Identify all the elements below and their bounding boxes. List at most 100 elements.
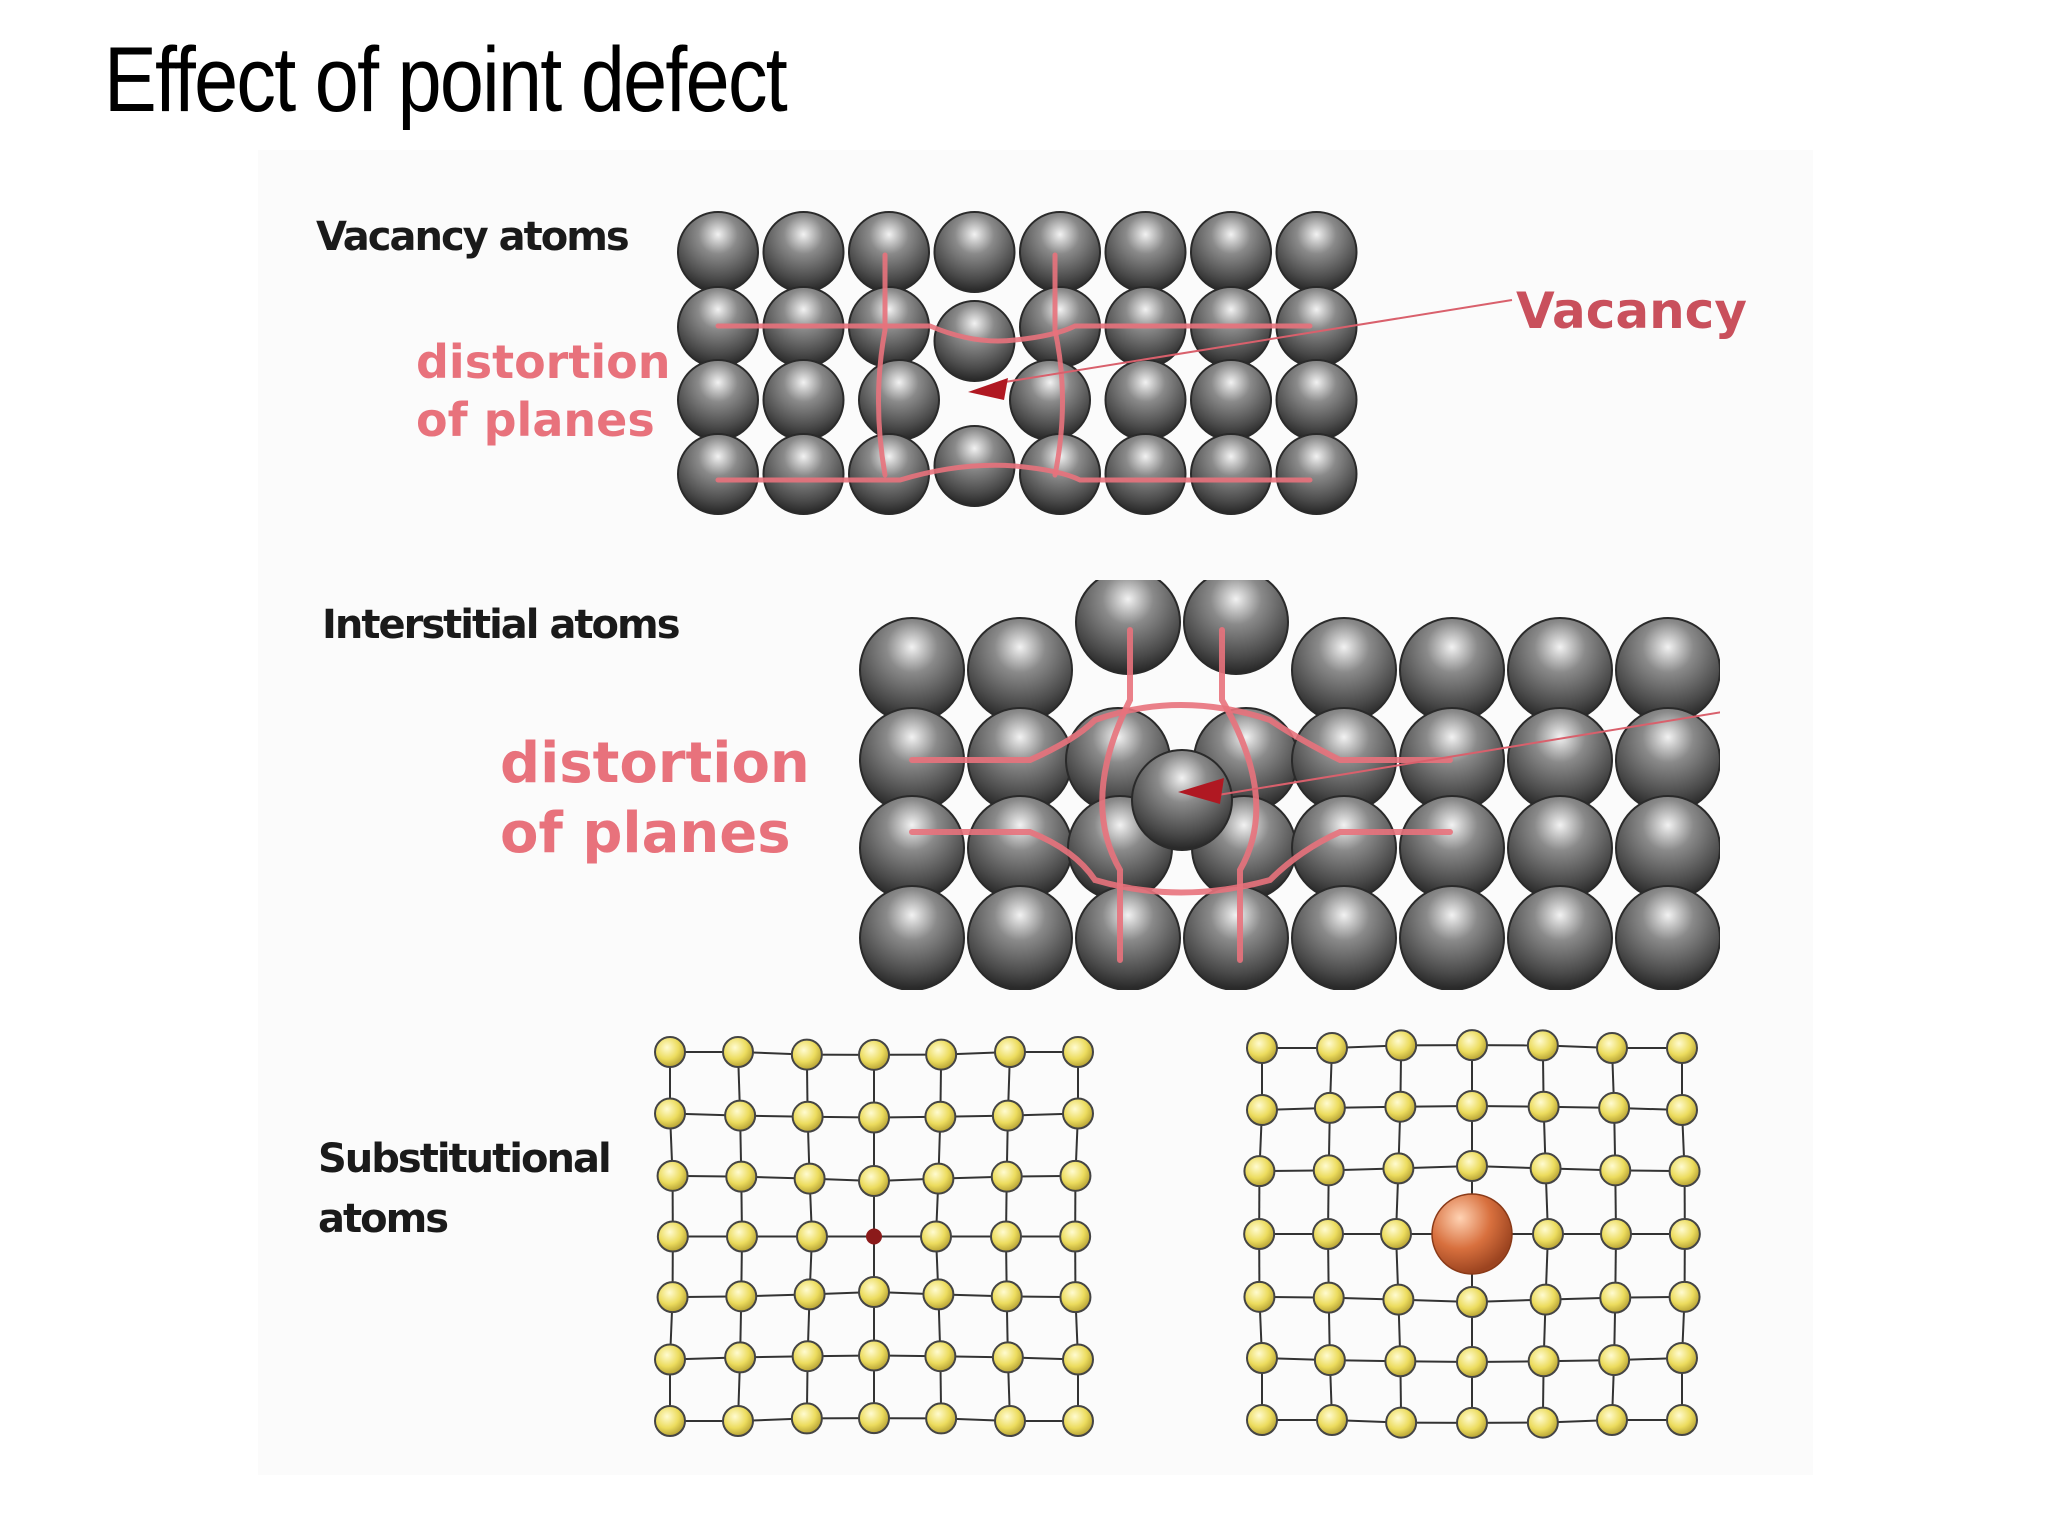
lattice-atom bbox=[990, 1160, 1023, 1193]
lattice-atom bbox=[1382, 1152, 1415, 1185]
atom bbox=[1615, 795, 1720, 901]
lattice-atom bbox=[656, 1281, 689, 1314]
substitutional-lattice-large-atom bbox=[1243, 1029, 1701, 1439]
atom bbox=[1131, 749, 1233, 851]
lattice-atom bbox=[858, 1276, 890, 1308]
large-substitutional-atom bbox=[1431, 1193, 1513, 1275]
lattice-atom bbox=[725, 1160, 758, 1193]
lattice-atom bbox=[1243, 1155, 1276, 1188]
atom bbox=[1190, 433, 1272, 515]
lattice-atom bbox=[1246, 1342, 1278, 1374]
lattice-atom bbox=[991, 1099, 1024, 1132]
atom bbox=[1507, 795, 1613, 901]
lattice-atom bbox=[1456, 1286, 1488, 1318]
vacancy-distortion-label-line1: distortion bbox=[416, 335, 670, 389]
atom bbox=[677, 433, 759, 515]
lattice-atom bbox=[1385, 1406, 1418, 1439]
lattice-atom bbox=[1246, 1032, 1278, 1064]
lattice-atom bbox=[1529, 1152, 1562, 1185]
lattice-atom bbox=[1668, 1218, 1701, 1250]
lattice-atom bbox=[790, 1402, 823, 1435]
lattice-atom bbox=[858, 1339, 890, 1372]
atom bbox=[1275, 211, 1358, 293]
lattice-atom bbox=[1385, 1029, 1418, 1062]
lattice-atom bbox=[925, 1038, 958, 1071]
lattice-atom bbox=[1529, 1283, 1562, 1316]
lattice-atom bbox=[1059, 1159, 1092, 1192]
lattice-atom bbox=[1666, 1404, 1698, 1436]
lattice-atom bbox=[1313, 1344, 1346, 1377]
lattice-atom bbox=[1243, 1280, 1276, 1313]
lattice-atom bbox=[925, 1402, 958, 1435]
lattice-atom bbox=[1246, 1404, 1278, 1436]
lattice-atom bbox=[796, 1220, 828, 1253]
atom bbox=[762, 359, 845, 441]
lattice-atom bbox=[990, 1220, 1022, 1253]
lattice-atom bbox=[1312, 1154, 1345, 1187]
lattice-atom bbox=[1246, 1094, 1278, 1126]
atom bbox=[859, 795, 965, 901]
lattice-atom bbox=[924, 1100, 957, 1133]
lattice-atom bbox=[922, 1278, 955, 1311]
lattice-atom bbox=[1666, 1032, 1698, 1064]
lattice-atom bbox=[990, 1280, 1023, 1313]
lattice-atom bbox=[858, 1038, 890, 1071]
atom bbox=[1183, 580, 1289, 675]
lattice-atom bbox=[1456, 1406, 1488, 1439]
vacancy-atoms-label: Vacancy atoms bbox=[316, 214, 628, 260]
lattice-atom bbox=[654, 1036, 686, 1068]
lattice-atom bbox=[1598, 1091, 1631, 1124]
atom bbox=[1291, 617, 1397, 723]
lattice-atom bbox=[920, 1220, 952, 1253]
interstitial-pointer-arrowhead bbox=[1178, 778, 1224, 804]
distortion-line bbox=[909, 702, 1453, 763]
atom bbox=[967, 617, 1073, 723]
vacancy-distortion-lines bbox=[715, 252, 1513, 483]
substitutional-lattice-small-atom bbox=[654, 1036, 1094, 1437]
lattice-atom bbox=[1666, 1342, 1698, 1374]
distortion-line bbox=[715, 323, 1313, 344]
atom bbox=[1009, 359, 1091, 441]
atom bbox=[1507, 885, 1613, 990]
lattice-atom bbox=[1532, 1218, 1564, 1250]
lattice-atom bbox=[1312, 1218, 1344, 1250]
atom bbox=[762, 433, 845, 515]
atom bbox=[1399, 795, 1505, 901]
atom bbox=[859, 885, 965, 990]
lattice-atom bbox=[793, 1278, 826, 1311]
small-substitutional-atom bbox=[866, 1228, 882, 1245]
lattice-atom bbox=[1059, 1281, 1092, 1314]
lattice-atom bbox=[1316, 1032, 1348, 1064]
atom bbox=[848, 211, 930, 293]
lattice-atom bbox=[1384, 1090, 1417, 1123]
distortion-line bbox=[876, 252, 888, 478]
atom bbox=[1190, 359, 1272, 441]
lattice-atom bbox=[858, 1165, 890, 1197]
atom bbox=[1104, 211, 1187, 293]
lattice-atom bbox=[654, 1405, 686, 1437]
lattice-atom bbox=[1062, 1343, 1094, 1376]
lattice-atom bbox=[1666, 1094, 1698, 1126]
lattice-atom bbox=[1384, 1345, 1417, 1378]
lattice-atom bbox=[725, 1280, 758, 1313]
lattice-atom bbox=[1596, 1032, 1628, 1064]
lattice-atom bbox=[656, 1159, 689, 1192]
lattice-atom bbox=[1456, 1090, 1488, 1122]
lattice-atom bbox=[1380, 1218, 1412, 1250]
vacancy-distortion-label-line2: of planes bbox=[416, 393, 655, 447]
lattice-atom bbox=[1668, 1280, 1701, 1313]
lattice-atom bbox=[724, 1099, 757, 1132]
lattice-atom bbox=[791, 1100, 824, 1133]
atom bbox=[1507, 617, 1613, 723]
lattice-atom bbox=[1243, 1218, 1276, 1250]
lattice-atom bbox=[790, 1038, 823, 1071]
lattice-atom bbox=[654, 1097, 686, 1130]
lattice-atom bbox=[1312, 1281, 1345, 1314]
lattice-atom bbox=[1059, 1220, 1092, 1253]
lattice-atom bbox=[1062, 1097, 1094, 1130]
atom bbox=[859, 617, 965, 723]
vacancy-pointer-arrowhead bbox=[968, 378, 1008, 400]
lattice-atom bbox=[1668, 1155, 1701, 1188]
lattice-atom bbox=[858, 1402, 890, 1435]
